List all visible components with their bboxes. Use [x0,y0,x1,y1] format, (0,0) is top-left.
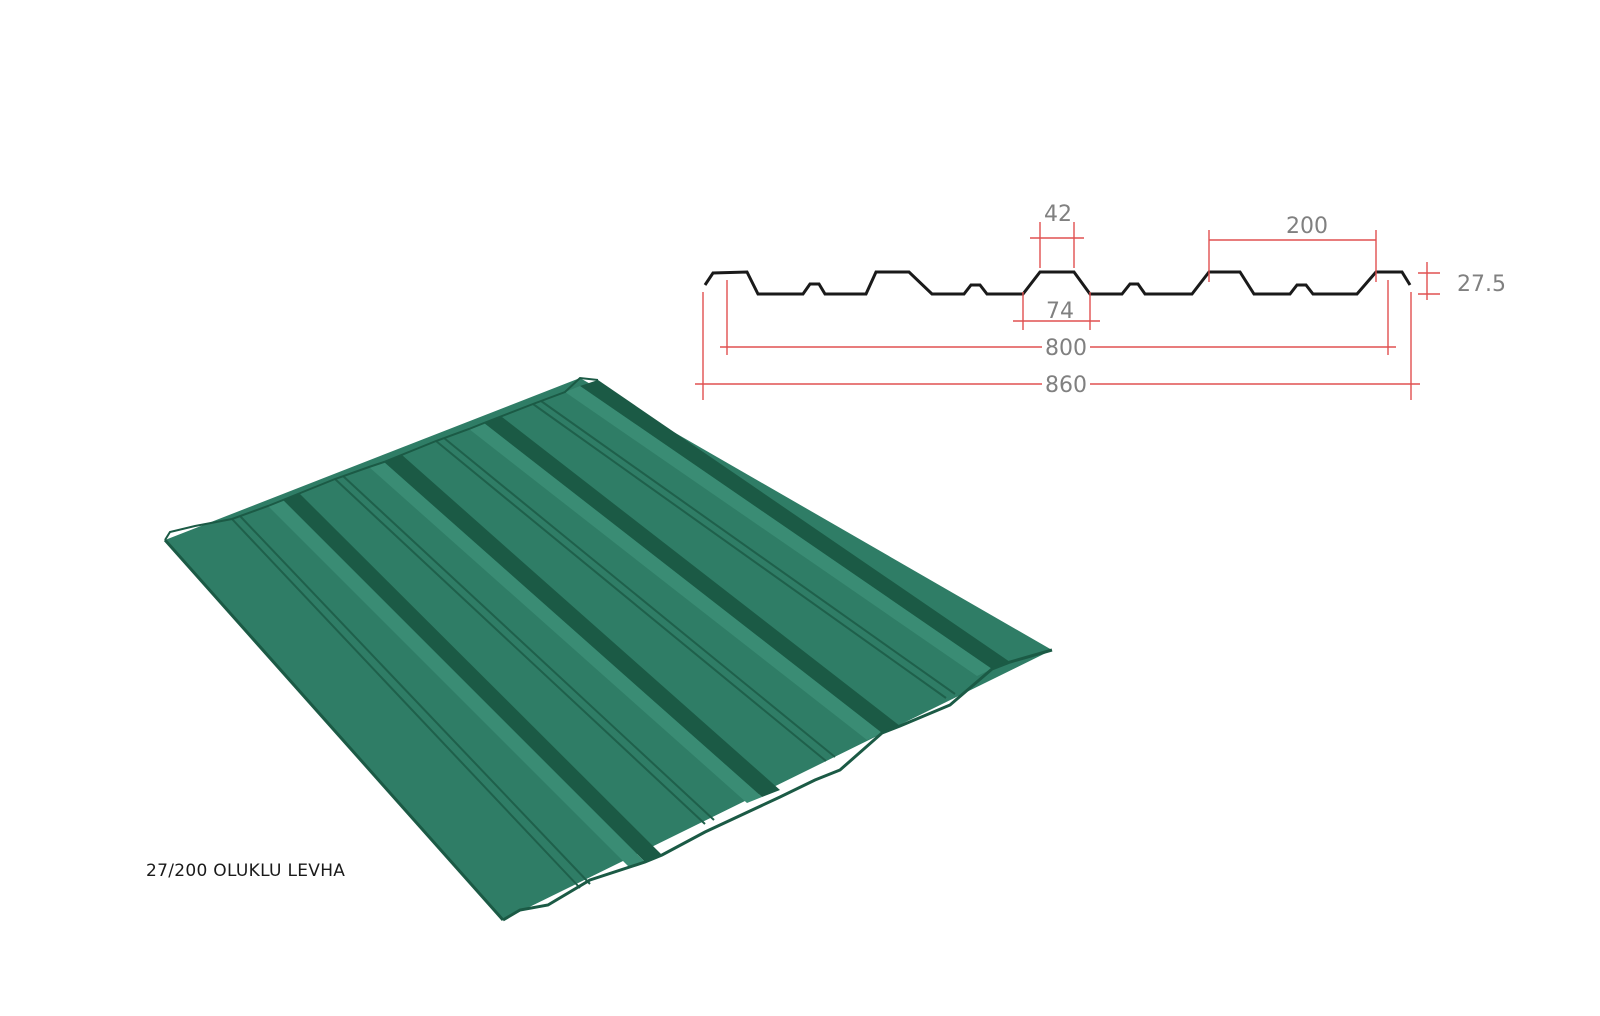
rib-tops [268,386,992,868]
dim-cover-width-label: 800 [1045,336,1087,361]
sheet-illustration [163,376,1053,922]
sheet-front-edge [502,648,1053,922]
sheet-back-edge [164,376,599,541]
dim-rib-pitch-label: 200 [1286,214,1328,239]
product-caption: 27/200 OLUKLU LEVHA [146,861,346,881]
small-grooves [231,400,956,889]
dimension-lines [695,222,1440,400]
dim-top-flange-label: 42 [1044,202,1072,227]
profile-line [703,270,1412,296]
sheet-left-edge [163,539,505,921]
dim-total-width-label: 860 [1045,373,1087,398]
dim-rib-height-label: 27.5 [1457,272,1506,297]
dim-rib-base-label: 74 [1046,299,1074,324]
dimension-labels: 42 200 27.5 74 800 860 [1044,202,1506,398]
rib-shadows [283,380,1010,862]
profile-section [703,270,1412,296]
